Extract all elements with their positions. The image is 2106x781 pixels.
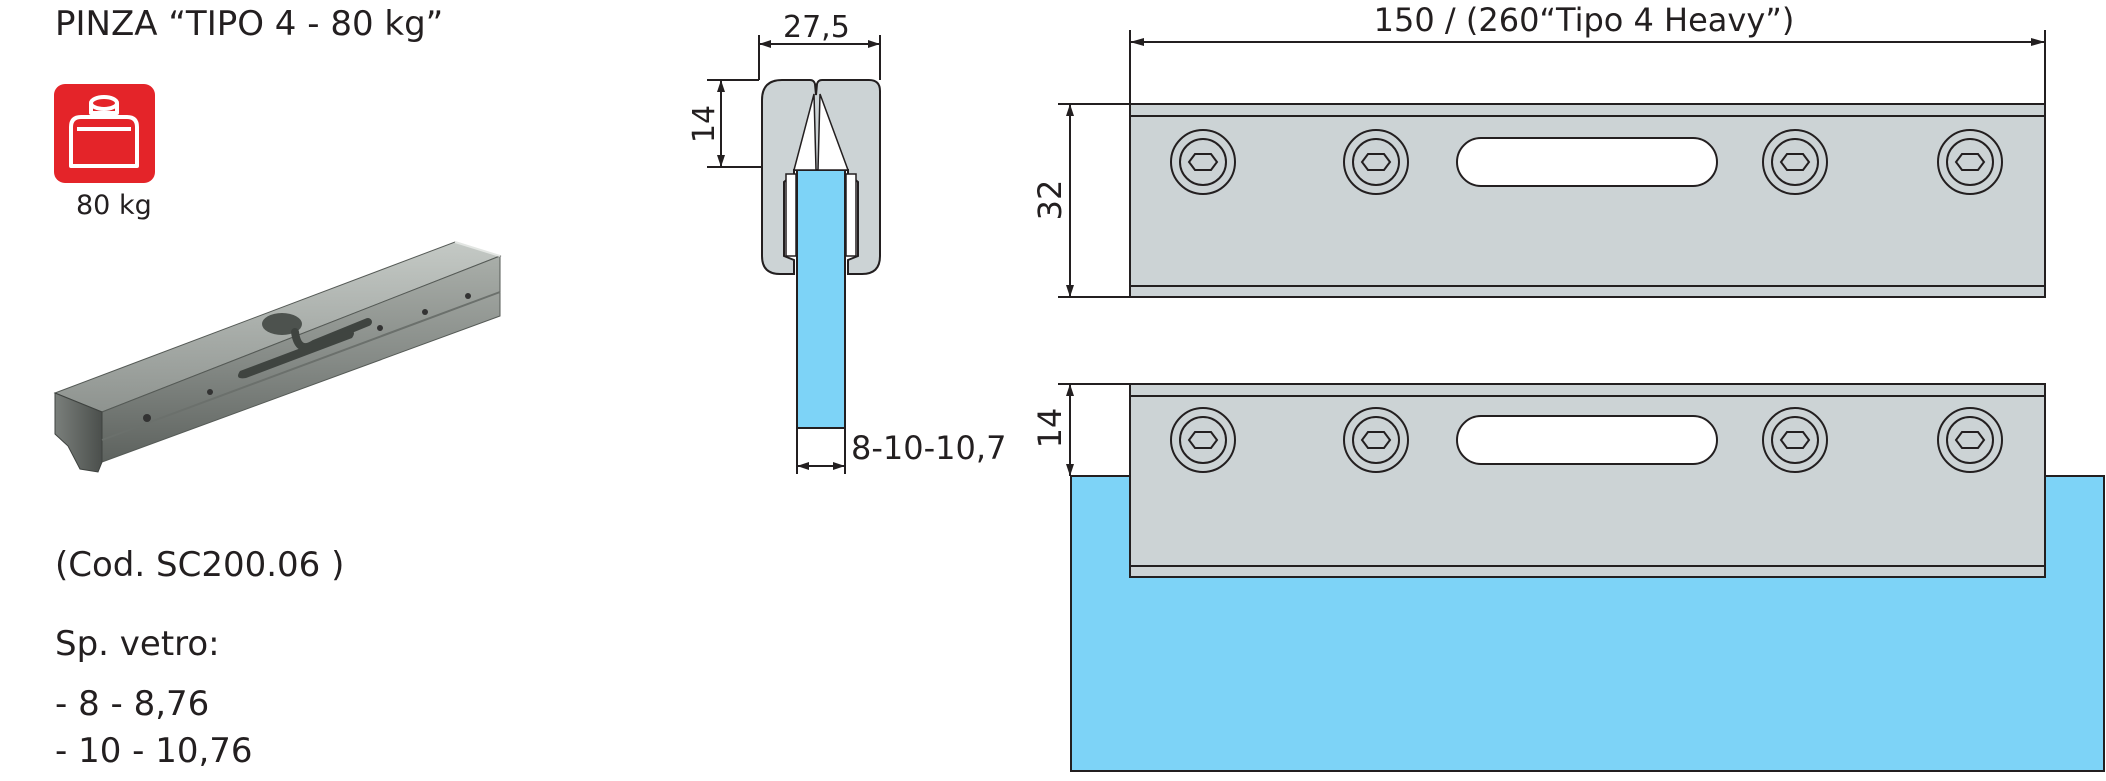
- depth-dimension: 14: [687, 105, 722, 143]
- slot: [1456, 415, 1718, 465]
- screw-icon: [1170, 129, 1236, 195]
- screw-icon: [1937, 407, 2003, 473]
- screw-icon: [1762, 407, 1828, 473]
- grip-depth-dimension: 14: [1031, 408, 1069, 449]
- screw-icon: [1343, 407, 1409, 473]
- screw-icon: [1762, 129, 1828, 195]
- weight-icon: [69, 95, 139, 168]
- screw-icon: [1937, 129, 2003, 195]
- product-photo: [53, 241, 502, 473]
- glass-thickness-option: - 8 - 8,76: [55, 684, 210, 724]
- glass-section: [796, 169, 846, 429]
- slot: [1456, 137, 1718, 187]
- product-title: PINZA “TIPO 4 - 80 kg”: [55, 4, 444, 44]
- screw-icon: [1343, 129, 1409, 195]
- weight-badge: [54, 84, 155, 183]
- clamp-section: [761, 79, 881, 275]
- glass-thickness-heading: Sp. vetro:: [55, 624, 220, 664]
- clamp-body: [1129, 383, 2046, 578]
- screw-icon: [1170, 407, 1236, 473]
- glass-thickness-dimension: 8-10-10,7: [851, 429, 1006, 467]
- length-dimension: 150 / (260“Tipo 4 Heavy”): [1374, 1, 1795, 39]
- width-dimension: 27,5: [783, 10, 850, 45]
- clamp-body: [1129, 103, 2046, 298]
- product-code: (Cod. SC200.06 ): [55, 545, 345, 585]
- glass-thickness-option: - 10 - 10,76: [55, 731, 253, 771]
- front-view-with-glass: [1058, 383, 2105, 772]
- section-view: [707, 35, 881, 474]
- weight-badge-label: 80 kg: [76, 190, 152, 221]
- height-dimension: 32: [1031, 180, 1069, 221]
- front-view: [1058, 30, 2046, 298]
